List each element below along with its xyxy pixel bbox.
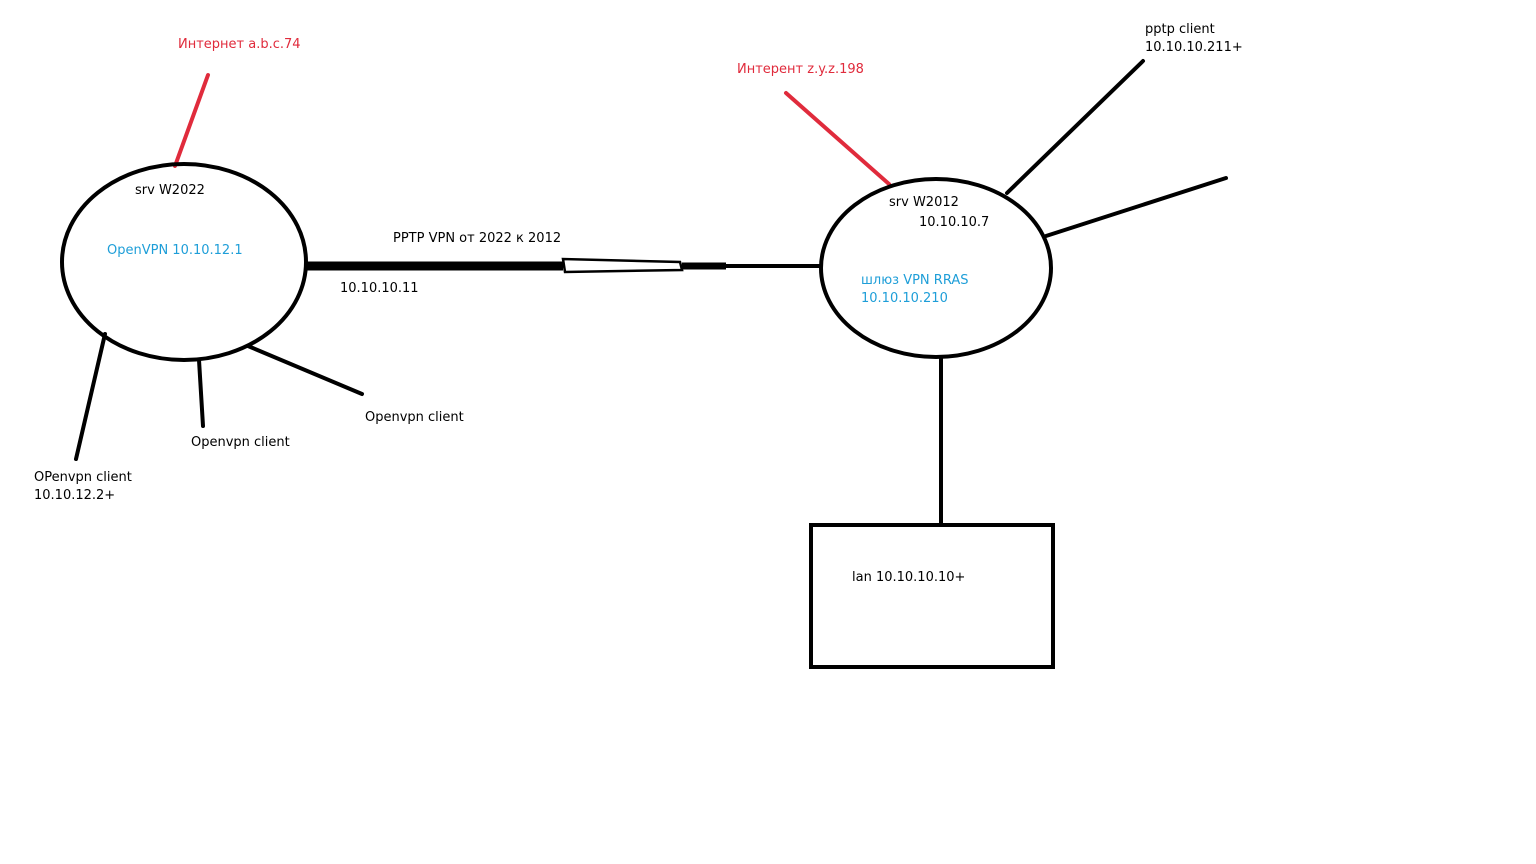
pptp-tunnel-label: PPTP VPN от 2022 к 2012 (393, 231, 562, 246)
internet-label-left: Интернет a.b.c.74 (178, 37, 301, 52)
openvpn-client-1-label: OPenvpn client 10.10.12.2+ (34, 469, 132, 505)
openvpn-service-label: OpenVPN 10.10.12.1 (107, 243, 243, 258)
pptp-client-name: pptp client (1145, 22, 1215, 37)
lan-label: lan 10.10.10.10+ (852, 570, 966, 585)
openvpn-client-link-2 (197, 358, 205, 428)
openvpn-client-link-3 (246, 344, 364, 396)
openvpn-client-3-label: Openvpn client (365, 410, 464, 425)
openvpn-client-link-1 (74, 332, 107, 461)
pptp-client-ip: 10.10.10.211+ (1145, 40, 1243, 55)
openvpn-client-2-label: Openvpn client (191, 435, 290, 450)
pptp-tunnel-link (306, 257, 822, 274)
pptp-client-link-2 (1044, 176, 1228, 238)
openvpn-client-1-name: OPenvpn client (34, 470, 132, 485)
server-name-w2022: srv W2022 (135, 183, 205, 198)
lan-box (809, 523, 1055, 669)
internet-uplink-right (784, 91, 891, 186)
pptp-client-label: pptp client 10.10.10.211+ (1145, 21, 1243, 57)
tunnel-ip-label: 10.10.10.11 (340, 281, 419, 296)
rras-gateway-label: шлюз VPN RRAS 10.10.10.210 (861, 272, 968, 308)
server-name-w2012: srv W2012 (889, 195, 959, 210)
pptp-client-link (1005, 59, 1145, 195)
internet-label-right: Интерент z.y.z.198 (737, 62, 864, 77)
server-ip-w2012: 10.10.10.7 (919, 215, 990, 230)
rras-gateway-ip: 10.10.10.210 (861, 291, 948, 306)
openvpn-client-1-ip: 10.10.12.2+ (34, 488, 116, 503)
rras-gateway-name: шлюз VPN RRAS (861, 273, 969, 288)
internet-uplink-left (173, 73, 210, 168)
